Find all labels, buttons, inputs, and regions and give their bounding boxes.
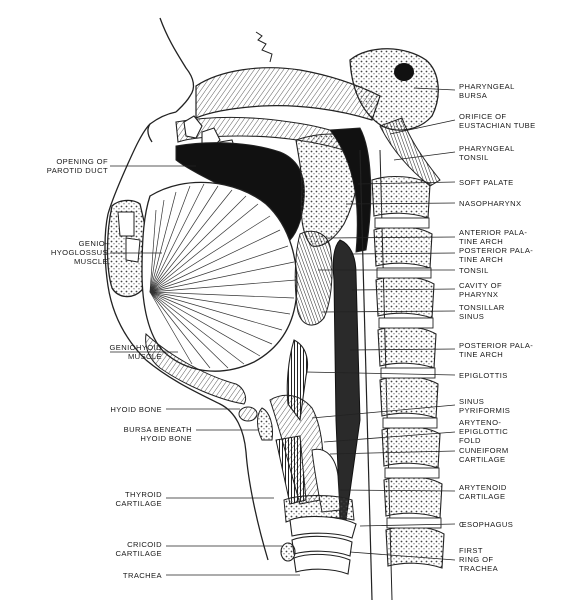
label-posterior-palatine-arch-upper: POSTERIOR PALA- TINE ARCH <box>459 246 534 265</box>
label-soft-palate: SOFT PALATE <box>459 178 514 187</box>
label-anterior-palatine-arch: ANTERIOR PALA- TINE ARCH <box>459 228 528 247</box>
label-thyroid-cartilage: THYROID CARTILAGE <box>115 490 162 509</box>
leader-lines-left <box>110 165 300 576</box>
label-geniohyoid: GENIOHYOID MUSCLE <box>109 343 162 362</box>
label-arytenoid-cartilage: ARYTENOID CARTILAGE <box>459 483 507 502</box>
label-genio-hyoglossus: GENIO- HYOGLOSSUS MUSCLE <box>50 239 108 267</box>
label-eustachian-orifice: ORIFICE OF EUSTACHIAN TUBE <box>459 112 536 131</box>
label-trachea: TRACHEA <box>122 571 162 580</box>
label-first-ring-trachea: FIRST RING OF TRACHEA <box>459 546 499 574</box>
label-parotid-duct: OPENING OF PAROTID DUCT <box>46 157 108 176</box>
face-profile <box>104 17 273 561</box>
geniohyoid-muscle <box>145 332 247 405</box>
label-oesophagus: ŒSOPHAGUS <box>459 520 514 529</box>
label-cricoid-cartilage: CRICOID CARTILAGE <box>115 540 162 559</box>
cervical-vertebrae <box>359 149 445 601</box>
trachea-rings <box>280 516 357 575</box>
leader-lines-right <box>305 87 456 561</box>
label-aryteno-epiglottic-fold: ARYTENO- EPIGLOTTIC FOLD <box>459 418 509 446</box>
larynx <box>238 339 355 523</box>
pharynx-soft-palate <box>294 127 372 521</box>
label-pharyngeal-tonsil: PHARYNGEAL TONSIL <box>459 144 515 163</box>
label-tonsillar-sinus: TONSILLAR SINUS <box>459 303 505 322</box>
label-hyoid-bone: HYOID BONE <box>110 405 162 414</box>
label-posterior-palatine-arch-lower: POSTERIOR PALA- TINE ARCH <box>459 341 534 360</box>
label-cuneiform-cartilage: CUNEIFORM CARTILAGE <box>459 446 509 465</box>
label-epiglottis: EPIGLOTTIS <box>459 371 508 380</box>
label-nasopharynx: NASOPHARYNX <box>459 199 522 208</box>
label-bursa-hyoid: BURSA BENEATH HYOID BONE <box>123 425 192 444</box>
label-sinus-pyriformis: SINUS PYRIFORMIS <box>459 397 511 416</box>
tongue-genioglossus <box>141 181 298 372</box>
cranial-base <box>195 48 441 187</box>
label-tonsil: TONSIL <box>459 266 489 275</box>
label-cavity-pharynx: CAVITY OF PHARYNX <box>459 281 502 300</box>
label-pharyngeal-bursa: PHARYNGEAL BURSA <box>459 82 515 101</box>
mandible <box>106 199 148 298</box>
